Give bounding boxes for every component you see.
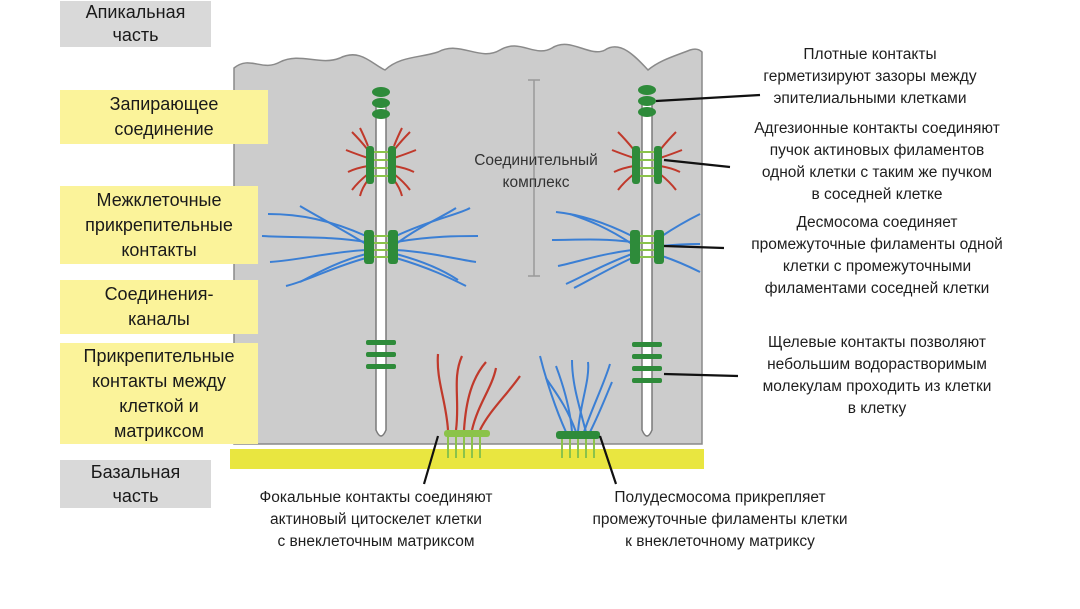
tight-junction-right [638, 85, 656, 117]
desmosome-plaque-right-a [630, 230, 640, 264]
desmosome-plaque-left-b [388, 230, 398, 264]
right-leader-lines [655, 93, 761, 378]
adherens-links-left [374, 151, 388, 177]
bottom-leader-lines [422, 435, 618, 485]
adherens-plaque-right-b [654, 146, 662, 184]
right-junction-stack [551, 85, 701, 383]
label-channel-junctions: Соединения- каналы [60, 280, 258, 334]
focal-actin [436, 353, 521, 431]
junctional-complex-label: Соединительный комплекс [474, 152, 598, 191]
label-anchoring-junctions: Межклеточные прикрепительные контакты [60, 186, 258, 264]
right-membrane-gap [641, 99, 653, 437]
note-tight-junctions: Плотные контакты герметизируют зазоры ме… [763, 46, 977, 107]
note-hemidesmosome: Полудесмосома прикрепляет промежуточные … [592, 489, 848, 550]
focal-adhesion [436, 353, 521, 458]
hemidesmosome-integrins [561, 439, 595, 458]
desmosome-filaments-right [551, 211, 701, 289]
label-tight-junction: Запирающее соединение [60, 90, 268, 144]
leader-adherens [663, 158, 731, 169]
adherens-plaque-left-a [366, 146, 374, 184]
focal-integrins [447, 437, 481, 458]
hemidesmosome [539, 355, 613, 458]
note-adherens-junctions: Адгезионные контакты соединяют пучок акт… [754, 120, 1000, 203]
note-focal-adhesion: Фокальные контакты соединяют актиновый ц… [259, 489, 493, 550]
gap-junction-right [632, 342, 662, 383]
adherens-links-right [640, 151, 654, 177]
lateral-membranes [375, 99, 653, 437]
leader-hemidesmosome [598, 435, 618, 485]
desmosome-links-right [640, 235, 654, 258]
left-junction-stack [261, 87, 479, 369]
desmosome-links-left [374, 235, 388, 258]
desmosome-plaque-right-b [654, 230, 664, 264]
label-cell-matrix-junctions: Прикрепительные контакты между клеткой и… [60, 343, 258, 444]
gap-junction-left [366, 340, 396, 369]
basal-label: Базальная часть [60, 460, 211, 508]
leader-tight [655, 93, 761, 103]
desmosome-plaque-left-a [364, 230, 374, 264]
note-gap-junctions: Щелевые контакты позволяют небольшим вод… [762, 334, 992, 417]
note-desmosome: Десмосома соединяет промежуточные филаме… [751, 214, 1003, 297]
basal-lamina [230, 449, 704, 469]
leader-focal [422, 435, 440, 485]
junctional-complex-bracket [528, 79, 540, 277]
leader-gap [663, 372, 739, 378]
left-membrane-gap [375, 99, 387, 437]
tight-junction-left [372, 87, 390, 119]
adherens-plaque-left-b [388, 146, 396, 184]
hemidesmosome-filaments [539, 355, 613, 433]
cell-sheet [233, 43, 703, 445]
desmosome-filaments-left [261, 205, 479, 287]
leader-desmosome [663, 244, 725, 250]
adherens-plaque-right-a [632, 146, 640, 184]
apical-label: Апикальная часть [60, 1, 211, 47]
hemidesmosome-plaque [556, 431, 600, 439]
focal-plaque [444, 430, 490, 437]
